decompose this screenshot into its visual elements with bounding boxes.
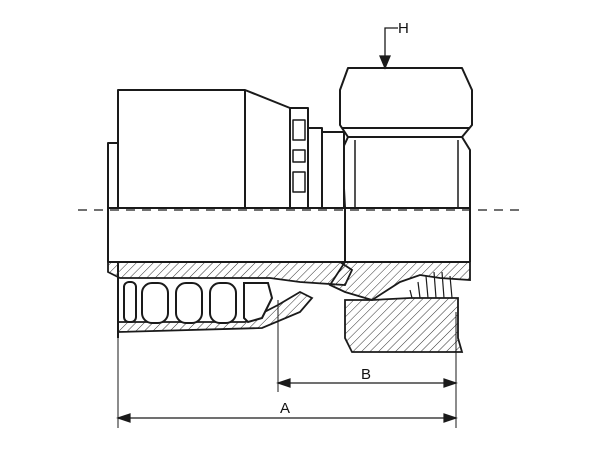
dimension-a — [116, 413, 458, 423]
socket-serrations — [123, 281, 274, 324]
label-h: H — [398, 20, 409, 37]
nipple-collar — [289, 107, 345, 209]
socket-body — [107, 89, 291, 209]
label-b: B — [361, 366, 371, 383]
extension-lines — [117, 300, 457, 428]
dimension-b — [276, 378, 458, 388]
h-indicator — [379, 27, 398, 70]
nipple-threads — [409, 271, 453, 299]
label-a: A — [280, 400, 290, 417]
section-hatching — [107, 261, 471, 353]
hex-nut — [339, 67, 473, 209]
